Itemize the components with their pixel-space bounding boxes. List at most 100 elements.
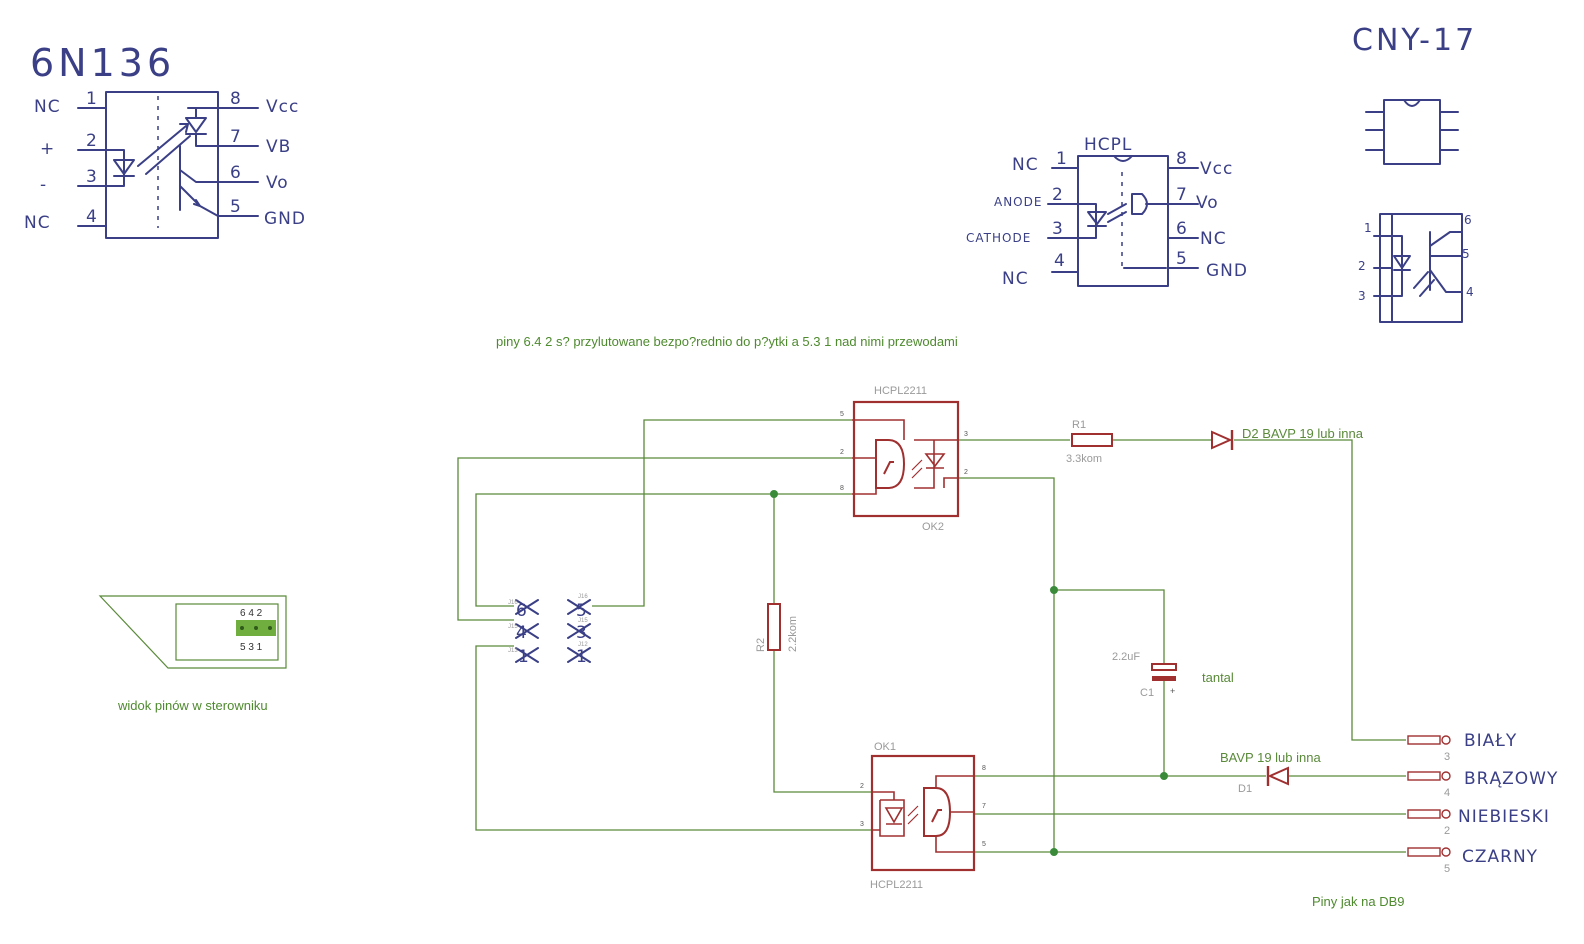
d2-diode-icon: [1211, 430, 1233, 450]
wire-ok2-pin3: [958, 439, 1406, 741]
wire-r2: [773, 494, 872, 793]
output-wire-terminal: [1407, 735, 1441, 745]
sketch-6n136-pins-left: [77, 107, 107, 227]
junction-dot: [1050, 586, 1058, 594]
ok1-pin: 8: [982, 765, 986, 772]
output-wires: 3 4 2 5 BIAŁY BRĄZOWY NIEBIESKI CZARNY: [1407, 731, 1557, 875]
note-bottom: Piny jak na DB9: [1312, 894, 1405, 909]
r1-value: 3.3kom: [1066, 453, 1102, 465]
pin-label: GND: [1206, 261, 1248, 281]
output-wire-pin: [1441, 771, 1451, 781]
ok2: HCPL2211 OK2 5 2 8 3 2: [840, 385, 968, 533]
sketch-hcpl-led-icon: [1077, 203, 1127, 239]
c1-plate-top: [1151, 663, 1177, 671]
header-pin-number: 5: [576, 601, 588, 621]
pin-label: NC: [34, 97, 61, 117]
connector-top-row: 6 4 2: [240, 608, 263, 619]
pin-number: 5: [230, 197, 242, 217]
pin-number: 3: [1052, 219, 1064, 239]
c1-value: 2.2uF: [1112, 651, 1140, 663]
connector-pin: [254, 626, 258, 630]
pin-number: 3: [1358, 289, 1367, 303]
sketch-6n136: 6N136: [30, 41, 259, 239]
ok2-pin: 3: [964, 431, 968, 438]
wire-ok1-pin3: [475, 645, 872, 831]
pin-label: +: [40, 139, 55, 159]
output-wire-number: 5: [1444, 863, 1450, 875]
sketch-hcpl-title: HCPL: [1084, 135, 1132, 155]
output-wire-color: BIAŁY: [1464, 731, 1517, 751]
connector-pin: [268, 626, 272, 630]
r2-body: [767, 603, 781, 651]
pin-label: NC: [24, 213, 51, 233]
output-wire-color: NIEBIESKI: [1458, 807, 1550, 827]
pin-number: 3: [86, 167, 98, 187]
sketch-cny17-pin-labels: 6 5 4 1 2 3: [1358, 213, 1475, 303]
r1: R1 3.3kom: [1066, 419, 1113, 465]
sketch-cny17-package: [1365, 99, 1459, 165]
pin-number: 8: [1176, 149, 1188, 169]
pin-number: 4: [1466, 285, 1475, 299]
pin-number: 7: [230, 127, 242, 147]
sketch-cny17: CNY-17: [1352, 23, 1474, 323]
c1-plate-bottom: [1152, 676, 1176, 681]
pin-number: 6: [1176, 219, 1188, 239]
pin-number: 2: [1358, 259, 1367, 273]
d1-diode-icon: [1267, 766, 1289, 786]
pin-label: Vcc: [266, 97, 299, 117]
header-ref: J15: [578, 618, 588, 624]
note-top: piny 6.4 2 s? przylutowane bezpo?rednio …: [496, 334, 958, 349]
pin-number: 1: [86, 89, 98, 109]
sketch-6n136-pins-right: [217, 107, 259, 217]
header-pin-number: 1: [518, 647, 530, 667]
ok2-part: HCPL2211: [874, 385, 927, 397]
ok1-pin: 5: [982, 841, 986, 848]
r2-value: 2.2kom: [787, 616, 799, 652]
output-wire-number: 2: [1444, 825, 1450, 837]
connector-pin: [240, 626, 244, 630]
pin-number: 5: [1462, 247, 1471, 261]
header-ref: J13: [508, 648, 518, 654]
sketch-hcpl: [1047, 155, 1199, 287]
pin-number: 7: [1176, 185, 1188, 205]
pin-number: 1: [1056, 149, 1068, 169]
pin-number: 2: [86, 131, 98, 151]
output-wire-pin: [1441, 809, 1451, 819]
header-pin-number: 3: [576, 623, 588, 643]
output-wire-number: 3: [1444, 751, 1450, 763]
header-pin-number: 1: [576, 647, 588, 667]
sketch-6n136-led-icon: [105, 149, 135, 187]
header-pin-number: 6: [516, 601, 528, 621]
wire-ok2-gnd: [958, 477, 1055, 852]
output-wire-color: CZARNY: [1462, 847, 1538, 867]
c1-ref: C1: [1140, 687, 1154, 699]
pin-label: NC: [1200, 229, 1227, 249]
d2: D2 BAVP 19 lub inna: [1211, 426, 1364, 450]
pin-label: -: [40, 175, 47, 195]
junction-dot: [1050, 848, 1058, 856]
ok2-light-arrow-icon: [911, 459, 923, 479]
pin-label: Vcc: [1200, 159, 1233, 179]
output-wire-terminal: [1407, 771, 1441, 781]
header-ref: J12: [578, 642, 588, 648]
output-wire-number: 4: [1444, 787, 1450, 799]
c1: 2.2uF C1 + tantal: [1112, 651, 1234, 699]
sketch-hcpl-pins: [1047, 167, 1199, 273]
junctions: [770, 490, 1168, 856]
d1-ref: D1: [1238, 783, 1252, 795]
ok2-pin: 5: [840, 411, 844, 418]
wire-ok2-pin8: [475, 493, 852, 607]
ok1-led-icon: [872, 775, 974, 853]
r1-body: [1071, 433, 1113, 447]
ok2-body: [852, 400, 960, 518]
ok1-body: [870, 754, 976, 872]
r2-ref: R2: [755, 638, 767, 652]
connector-view: 6 4 2 5 3 1 widok pinów w sterowniku: [98, 595, 287, 713]
sketch-6n136-labels: NC + - NC 1 2 3 4 8 7 6 5 Vcc VB Vo GND: [24, 89, 305, 233]
pin-number: 6: [1464, 213, 1473, 227]
r1-ref: R1: [1072, 419, 1086, 431]
header-ref: J16: [508, 600, 518, 606]
ok1-part: HCPL2211: [870, 879, 923, 891]
header-pin-number: 4: [516, 623, 528, 643]
